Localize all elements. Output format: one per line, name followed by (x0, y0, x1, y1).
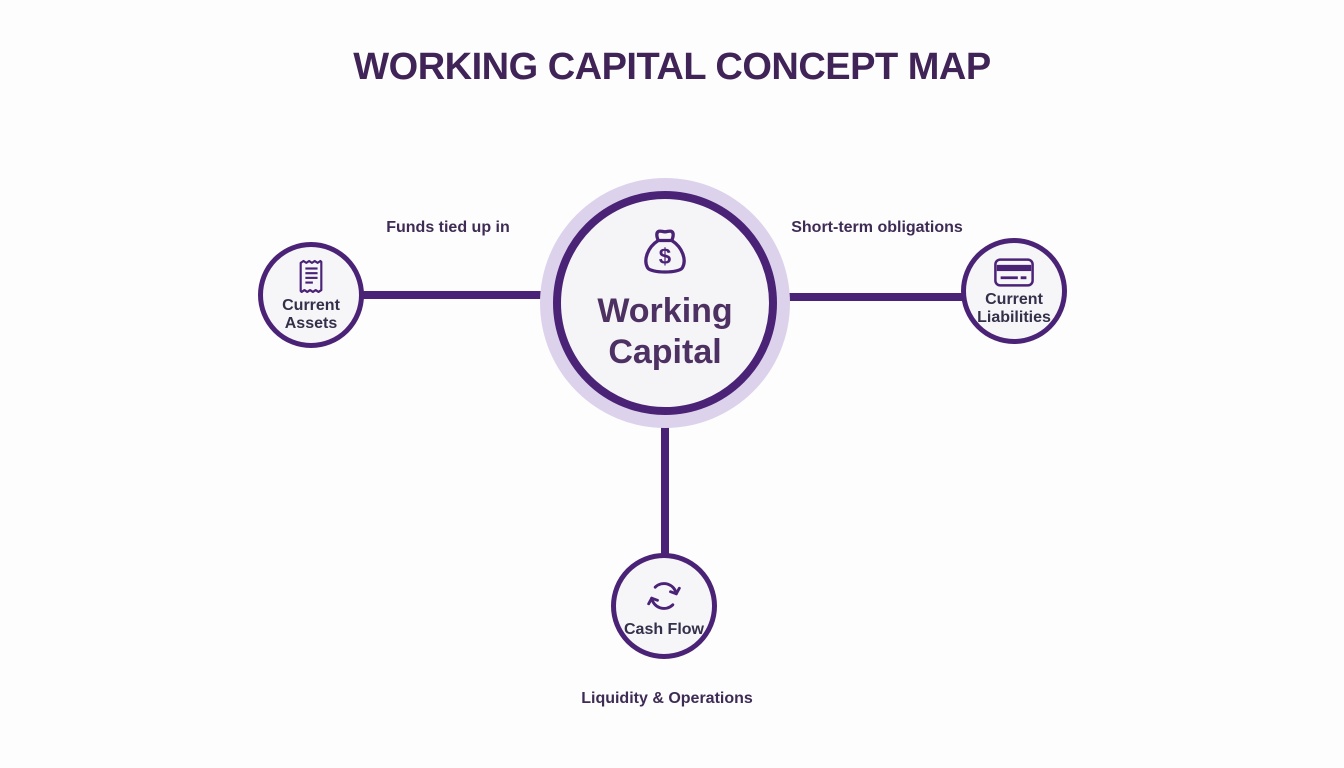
working-capital-node: $ Working Capital (553, 191, 777, 415)
money-bag-icon: $ (634, 225, 696, 289)
working-capital-label: Working Capital (597, 292, 733, 371)
edge-label-funds-tied-up: Funds tied up in (386, 219, 510, 236)
cash-flow-label: Cash Flow (623, 621, 704, 638)
credit-card-icon (993, 256, 1035, 289)
working-capital-node-halo: $ Working Capital (540, 178, 790, 428)
cycle-icon (641, 573, 687, 619)
current-liabilities-label: Current Liabilities (977, 290, 1051, 326)
connector-assets-to-center (360, 291, 558, 299)
page-title: WORKING CAPITAL CONCEPT MAP (353, 46, 991, 88)
edge-label-liquidity-operations: Liquidity & Operations (581, 690, 753, 707)
cash-flow-node: Cash Flow (611, 553, 717, 659)
edge-label-short-term-obligations: Short-term obligations (791, 219, 963, 236)
current-assets-label: Current Assets (282, 297, 340, 332)
connector-center-to-liabilities (778, 293, 966, 301)
connector-center-to-cashflow (661, 420, 669, 560)
svg-text:$: $ (659, 244, 672, 269)
current-liabilities-node: Current Liabilities (961, 238, 1067, 344)
receipt-icon (296, 257, 326, 295)
current-assets-node: Current Assets (258, 242, 364, 348)
